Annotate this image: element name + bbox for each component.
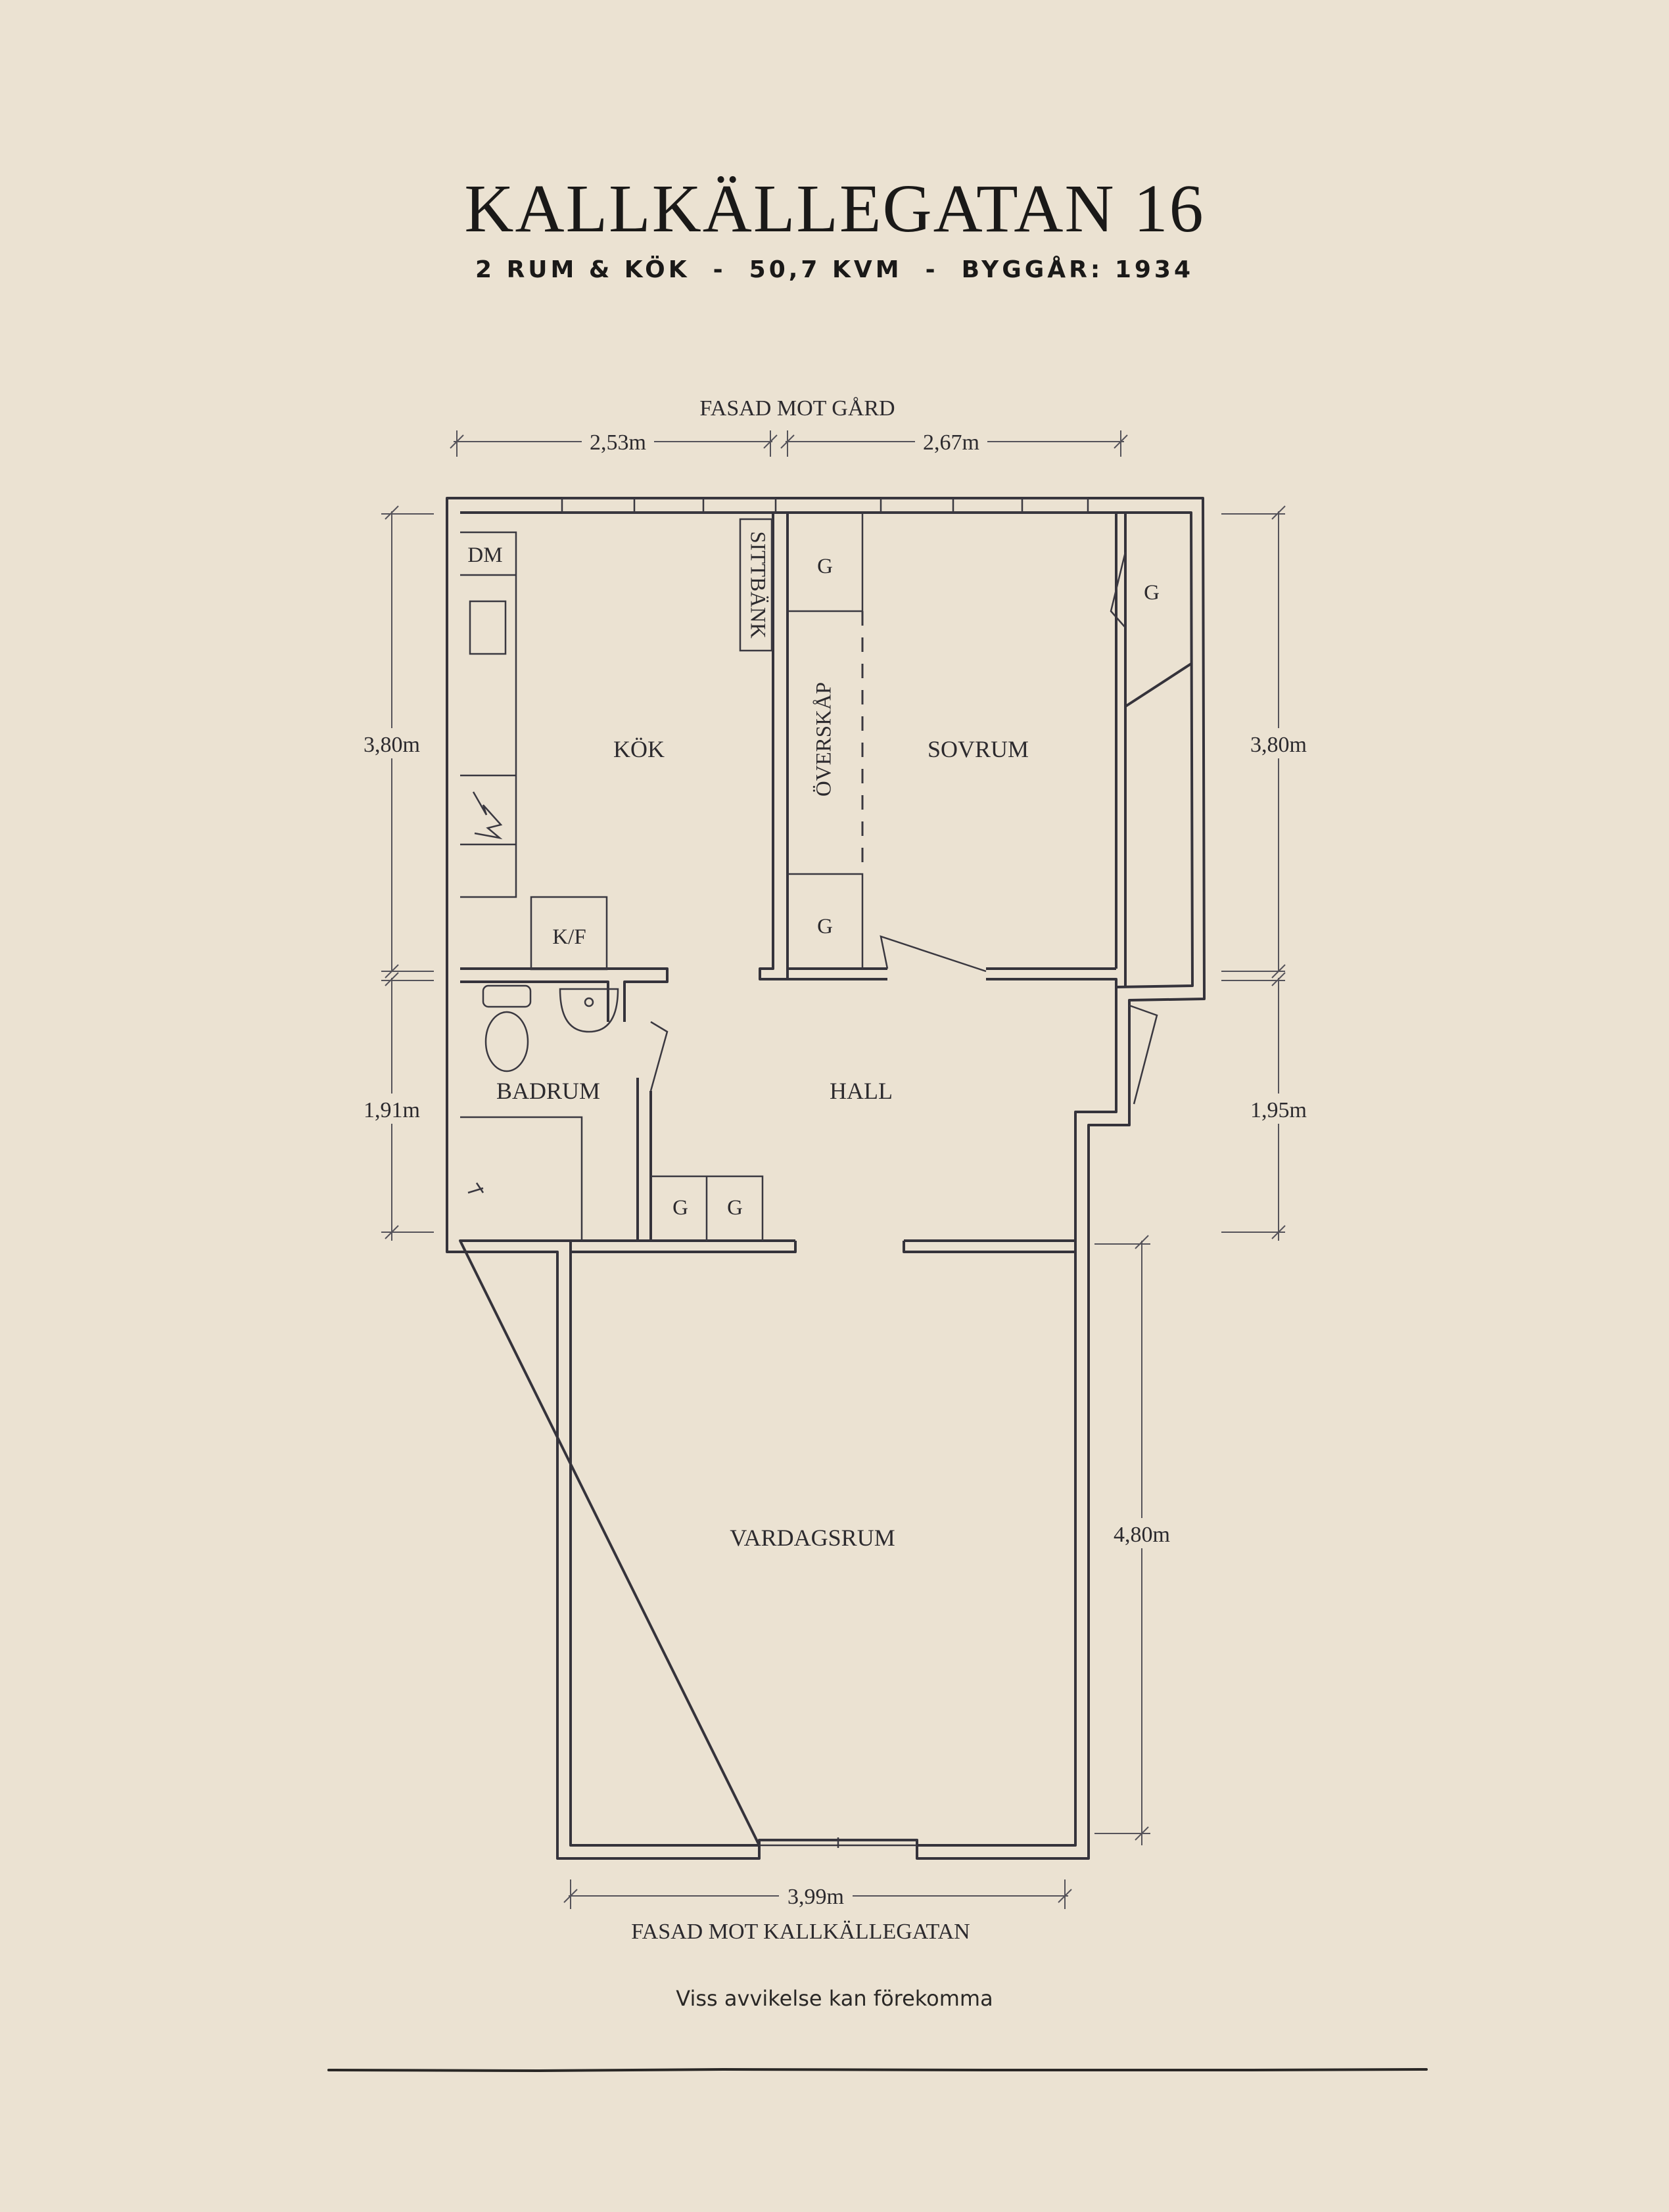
facade-label-bottom: FASAD MOT KALLKÄLLEGATAN: [631, 1920, 970, 1944]
facade-label-top: FASAD MOT GÅRD: [699, 396, 895, 421]
wall-bedroom-bottom: [787, 513, 1117, 999]
label-upper-cabinet: ÖVERSKÅP: [812, 682, 836, 796]
label-wardrobe-bottom: G: [817, 915, 833, 938]
dimension-labels: 2,53m 2,67m 3,80m 1,91m 3,80m 1,95m 4,80…: [355, 428, 1315, 1910]
wall-hall-bottom: [571, 1239, 1077, 1253]
hall-closets: [651, 1175, 764, 1241]
washbasin-icon: [559, 988, 619, 1033]
room-label-living: VARDAGSRUM: [730, 1525, 895, 1551]
wall-kitchen-bedroom: [759, 513, 789, 980]
window-bedroom: [880, 497, 1089, 514]
label-wardrobe-top: G: [817, 555, 833, 578]
shower-head-icon: [467, 1182, 484, 1194]
fridge-freezer: [530, 896, 608, 971]
dim-right-upper: 3,80m: [1250, 733, 1307, 757]
dim-top-left: 2,53m: [590, 430, 646, 455]
toilet-icon: [484, 1011, 529, 1072]
dim-top-right: 2,67m: [923, 430, 979, 455]
room-label-bedroom: SOVRUM: [928, 736, 1029, 762]
door-bedroom: [880, 935, 987, 973]
dim-right-lower: 1,95m: [1250, 1098, 1307, 1122]
dim-left-upper: 3,80m: [364, 733, 420, 757]
tap-icon: [584, 997, 594, 1007]
door-entrance: [1129, 1004, 1158, 1105]
door-bathroom: [649, 1021, 669, 1092]
dim-left-lower: 1,91m: [364, 1098, 420, 1122]
wall-closet-right: [1124, 513, 1192, 987]
wall-bathroom-right: [636, 1078, 652, 1241]
label-dishwasher: DM: [467, 543, 502, 567]
shower-outline: [460, 1116, 583, 1241]
toilet-tank: [482, 984, 532, 1008]
wardrobe-column: [787, 513, 864, 969]
room-label-bathroom: BADRUM: [496, 1078, 600, 1104]
bench: [739, 518, 773, 652]
interior-walls: [460, 513, 1192, 1253]
stove-icon: [472, 791, 503, 840]
label-fridge-freezer: K/F: [552, 925, 586, 949]
window-kitchen: [561, 497, 777, 514]
room-label-hall: HALL: [830, 1078, 893, 1104]
kitchen-fixtures: DM K/F SITTBÄNK: [460, 518, 773, 971]
sink-icon: [469, 600, 507, 655]
label-hall-closet-2: G: [727, 1196, 743, 1220]
bedroom-wardrobes: G G ÖVERSKÅP G: [787, 513, 1160, 969]
page-title: KALLKÄLLEGATAN 16: [464, 171, 1205, 246]
window-living: [759, 1837, 917, 1848]
door-closet-right: [1110, 551, 1127, 628]
disclaimer: Viss avvikelse kan förekomma: [676, 1986, 993, 2011]
outer-wall-outline: [446, 497, 1206, 1860]
footer-divider: [327, 2067, 1428, 2073]
label-wardrobe-right: G: [1144, 581, 1160, 605]
page-subtitle: 2 RUM & KÖK - 50,7 KVM - BYGGÅR: 1934: [475, 256, 1194, 283]
doors: [649, 551, 1158, 1105]
dim-living-height: 4,80m: [1114, 1523, 1170, 1547]
room-label-kitchen: KÖK: [613, 736, 665, 762]
dim-bottom: 3,99m: [787, 1885, 844, 1909]
bathroom-fixtures: [467, 984, 619, 1194]
label-bench: SITTBÄNK: [745, 531, 769, 638]
kitchen-counter: [460, 531, 517, 898]
label-hall-closet-1: G: [672, 1196, 688, 1220]
